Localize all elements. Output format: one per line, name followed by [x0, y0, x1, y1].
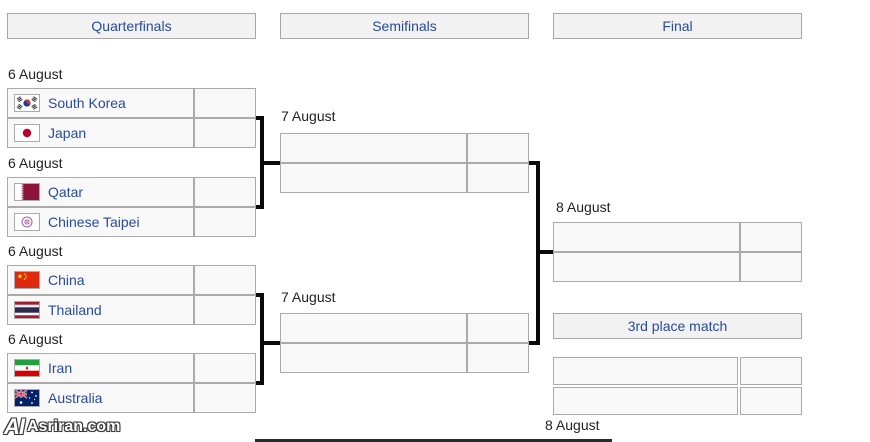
score-cell — [194, 207, 256, 237]
team-cell — [280, 133, 467, 163]
match-third-place — [553, 357, 802, 415]
asriran-watermark: AI Asriran.com — [4, 416, 120, 438]
team-cell: Iran — [7, 353, 194, 383]
match-date: 6 August — [8, 155, 63, 171]
score-cell — [194, 177, 256, 207]
match-date: 6 August — [8, 243, 63, 259]
connector-line — [529, 341, 540, 345]
match-date: 8 August — [556, 199, 611, 215]
cropped-table-edge — [255, 439, 612, 442]
connector-line — [260, 116, 264, 209]
score-cell — [740, 357, 802, 385]
match-date: 8 August — [545, 417, 600, 433]
flag-south-korea-icon — [14, 94, 40, 112]
score-cell — [467, 163, 529, 193]
connector-line — [536, 161, 540, 345]
team-link[interactable]: China — [48, 272, 85, 288]
watermark-site-text: Asriran.com — [27, 418, 121, 435]
team-link[interactable]: Qatar — [48, 184, 84, 200]
match-date: 7 August — [281, 108, 336, 124]
match-date: 6 August — [8, 66, 63, 82]
flag-thailand-icon — [14, 301, 40, 319]
team-cell: China — [7, 265, 194, 295]
team-cell — [280, 163, 467, 193]
score-cell — [194, 295, 256, 325]
score-cell — [194, 353, 256, 383]
header-third-place-match[interactable]: 3rd place match — [553, 313, 802, 339]
flag-china-icon — [14, 271, 40, 289]
team-cell: Japan — [7, 118, 194, 148]
match-qf2: Qatar Chinese Taipei — [7, 177, 256, 237]
flag-japan-icon — [14, 124, 40, 142]
score-cell — [467, 133, 529, 163]
team-cell — [553, 252, 740, 282]
team-cell: Australia — [7, 383, 194, 413]
match-qf3: China Thailand — [7, 265, 256, 325]
connector-line — [264, 161, 280, 165]
team-link[interactable]: Australia — [48, 390, 103, 406]
score-cell — [194, 383, 256, 413]
score-cell — [194, 118, 256, 148]
flag-chinese-taipei-icon — [14, 213, 40, 231]
team-cell: Chinese Taipei — [7, 207, 194, 237]
match-qf4: Iran — [7, 353, 256, 413]
team-link[interactable]: South Korea — [48, 95, 126, 111]
header-semifinals[interactable]: Semifinals — [280, 13, 529, 39]
team-cell — [553, 222, 740, 252]
team-cell — [280, 343, 467, 373]
connector-line — [260, 293, 264, 385]
team-cell — [553, 387, 738, 415]
team-link[interactable]: Chinese Taipei — [48, 214, 140, 230]
connector-line — [540, 250, 553, 254]
score-cell — [740, 252, 802, 282]
team-cell: Qatar — [7, 177, 194, 207]
match-sf2 — [280, 313, 529, 373]
match-qf1: South Korea Japan — [7, 88, 256, 148]
score-cell — [740, 387, 802, 415]
team-link[interactable]: Iran — [48, 360, 73, 376]
team-link[interactable]: Thailand — [48, 302, 102, 318]
match-date: 7 August — [281, 289, 336, 305]
team-cell: South Korea — [7, 88, 194, 118]
score-cell — [467, 343, 529, 373]
flag-australia-icon — [14, 389, 40, 407]
score-cell — [194, 88, 256, 118]
score-cell — [194, 265, 256, 295]
match-sf1 — [280, 133, 529, 193]
header-final[interactable]: Final — [553, 13, 802, 39]
connector-line — [529, 161, 540, 165]
match-date: 6 August — [8, 331, 63, 347]
score-cell — [740, 222, 802, 252]
connector-line — [264, 341, 280, 345]
match-final — [553, 222, 802, 282]
team-cell — [553, 357, 738, 385]
team-link[interactable]: Japan — [48, 125, 87, 141]
flag-iran-icon — [14, 359, 40, 377]
team-cell — [280, 313, 467, 343]
header-quarterfinals[interactable]: Quarterfinals — [7, 13, 256, 39]
score-cell — [467, 313, 529, 343]
flag-qatar-icon — [14, 183, 40, 201]
team-cell: Thailand — [7, 295, 194, 325]
asriran-logo-icon: AI — [4, 414, 25, 439]
